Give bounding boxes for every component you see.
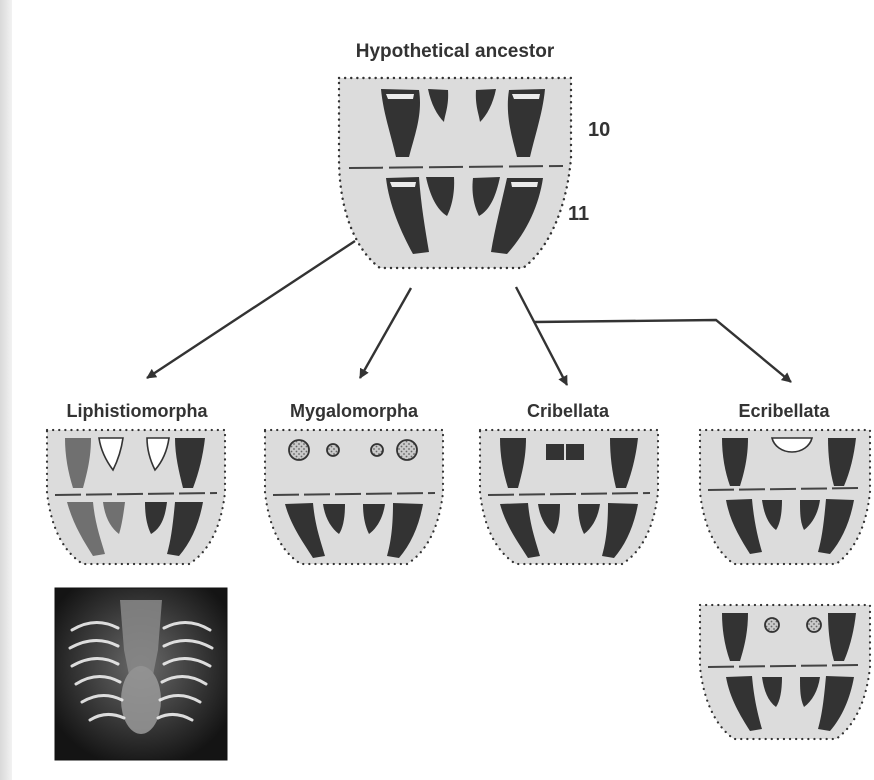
arrow-to-mygalomorpha [360,288,411,378]
ancestor-panel: 10 11 [339,78,610,268]
segment-label-11: 11 [568,203,589,225]
cribellata-panel [480,430,658,564]
segment-label-10: 10 [588,119,610,141]
label-liphistiomorpha: Liphistiomorpha [67,401,209,421]
arrow-to-liphistiomorpha [147,241,355,378]
label-ecribellata: Ecribellata [738,401,830,421]
ecribellata-variant-panel [700,605,870,739]
liphistiomorpha-panel [47,430,225,564]
label-mygalomorpha: Mygalomorpha [290,401,419,421]
ancestor-title: Hypothetical ancestor [356,41,555,62]
arrow-to-cribellata [516,287,567,385]
label-cribellata: Cribellata [527,401,610,421]
liphistius-photo [55,588,227,760]
mygalomorpha-panel [265,430,443,564]
arrow-to-ecribellata [534,320,791,382]
ecribellata-panel [700,430,870,564]
